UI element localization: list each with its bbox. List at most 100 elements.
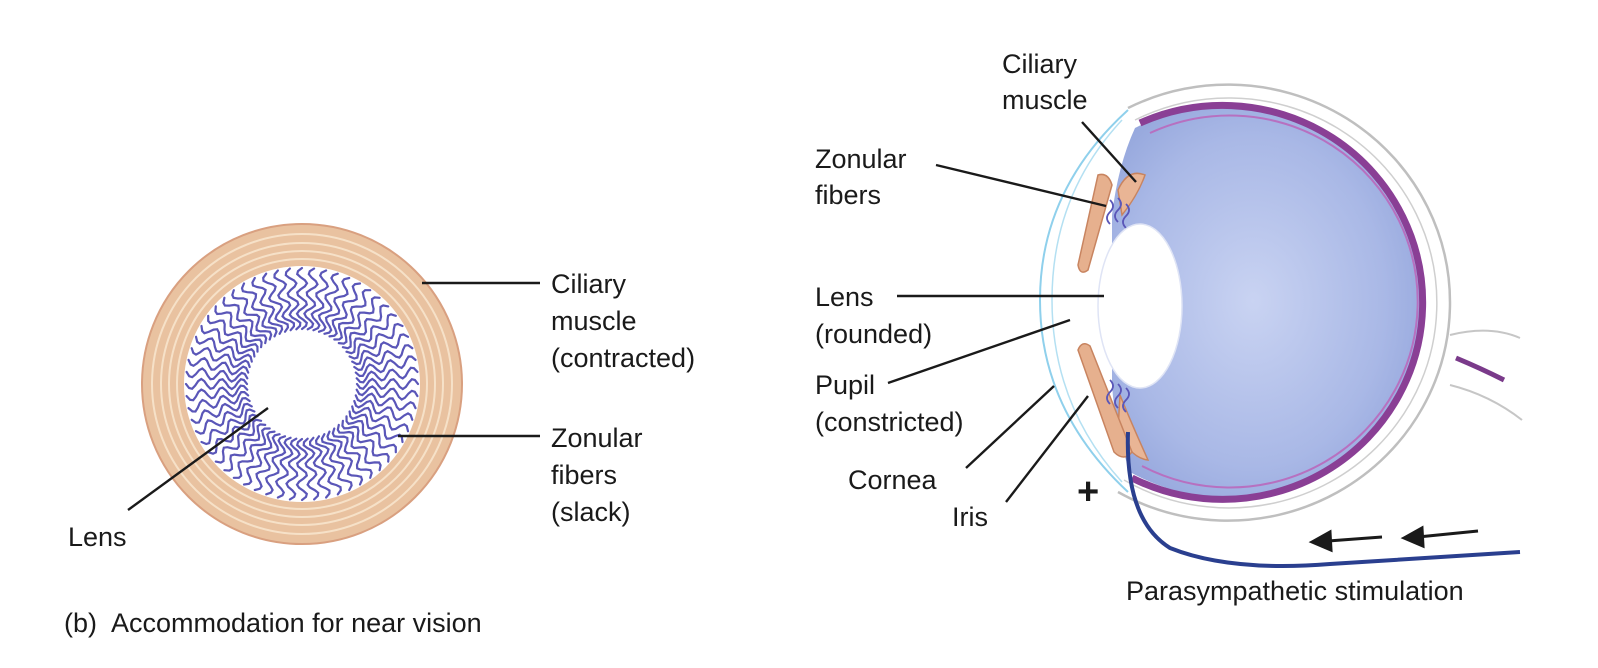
label-pupil-right: Pupil (constricted) [815,370,964,437]
label-line: Ciliary [551,269,627,299]
arrow-right-head [1400,525,1425,549]
lens-disc [251,333,353,435]
label-line: (slack) [551,497,631,527]
zonular-fiber [185,384,249,402]
leader-right-zonular [935,163,1107,208]
zonular-fiber [194,335,253,363]
label-line: (contracted) [551,343,695,373]
label-line: fibers [815,180,881,210]
zonular-fiber [310,269,330,332]
zonular-fiber [351,405,410,433]
zonular-fiber [184,377,249,391]
zonular-fiber [336,423,382,472]
label-cornea-right: Cornea [848,465,938,495]
zonular-fiber [353,399,414,422]
label-iris-right: Iris [952,502,988,532]
zonular-fiber [214,418,263,464]
zonular-fiber [274,436,294,499]
optic-nerve-sheath [1449,329,1523,421]
zonular-fiber [251,276,284,335]
zonular-fiber [331,427,373,479]
leader-right-ciliary [1081,121,1137,183]
label-line: Ciliary [1002,49,1078,79]
label-line: muscle [551,306,637,336]
front-view-panel: Ciliary muscle (contracted) Zonular fibe… [64,223,695,638]
zonular-fibers [184,266,420,502]
zonular-fiber [222,296,268,345]
zonular-fiber [264,435,287,496]
zonular-fiber [326,430,364,486]
label-zonular-fibers-right: Zonular fibers [815,144,914,210]
eyeball-vitreous [1112,105,1426,498]
zonular-fiber [262,272,290,333]
zonular-fiber [328,282,362,338]
zonular-fiber [348,322,404,360]
caption-text: Accommodation for near vision [111,608,482,638]
iris-upper [1077,173,1113,273]
zonular-fiber [200,324,256,358]
cornea-inner [1051,119,1123,483]
label-ciliary-muscle-left: Ciliary muscle (contracted) [551,269,695,373]
zonular-fiber [273,269,295,332]
zonular-fiber [242,430,276,486]
zonular-fiber [323,276,351,335]
zonular-fiber [207,314,259,353]
label-lens-right: Lens (rounded) [815,282,932,349]
leader-right-iris [1005,395,1089,503]
label-parasympathetic: Parasympathetic stimulation [1126,576,1464,606]
label-zonular-fibers-left: Zonular fibers (slack) [551,423,650,527]
zonular-fiber [194,402,253,435]
retina-line [1141,114,1419,489]
label-ciliary-muscle-right: Ciliary muscle [1002,49,1088,115]
zonular-fiber [295,266,309,331]
zonular-fiber [223,423,267,472]
zonular-fiber [348,410,404,444]
zonular-fiber [231,289,273,341]
optic-nerve [1455,355,1506,383]
zonular-fiber [355,366,419,384]
zonular-fiber [354,355,417,377]
choroid-layer [1130,101,1427,503]
zonular-fiber [320,433,353,492]
label-line: muscle [1002,85,1088,115]
zonular-fiber [187,356,250,376]
leader-left-lens [127,407,269,511]
zonular-fiber [309,436,331,499]
zonular-fiber [240,282,278,338]
arrow-left-head [1308,529,1333,553]
label-line: Zonular [815,144,907,174]
zonular-fiber [187,391,250,413]
zonular-fiber [341,419,390,463]
iris-lower [1077,343,1133,458]
zonular-fiber [314,435,342,496]
parasympathetic-nerve [1125,431,1521,568]
figure-caption: (b) Accommodation for near vision [64,608,482,638]
label-line: (rounded) [815,319,932,349]
lens-rounded [1097,223,1183,389]
zonular-fiber [190,346,251,369]
leader-right-cornea [965,385,1055,469]
zonular-fiber [337,296,381,345]
zonular-fiber [353,344,414,372]
zonular-fiber [285,437,301,501]
label-line: Zonular [551,423,643,453]
caption-letter: (b) [64,608,97,638]
zonular-fiber [333,289,372,341]
arrow-left-shaft [1327,535,1383,543]
leader-right-pupil [887,318,1071,385]
zonular-fiber [295,437,309,502]
zonular-fiber [355,385,419,401]
label-line: (constricted) [815,407,964,437]
label-line: Pupil [815,370,875,400]
zonular-fiber [190,396,251,424]
zonular-fibers-side [1106,197,1130,413]
label-line: fibers [551,460,617,490]
zonular-fiber [341,304,390,350]
label-lens-left: Lens [68,522,127,552]
zonular-fiber [200,408,256,446]
sclera-inner-line [1123,97,1438,509]
zonular-fiber [302,437,320,501]
ciliary-ring-texture [151,233,453,535]
label-line: Lens [815,282,874,312]
